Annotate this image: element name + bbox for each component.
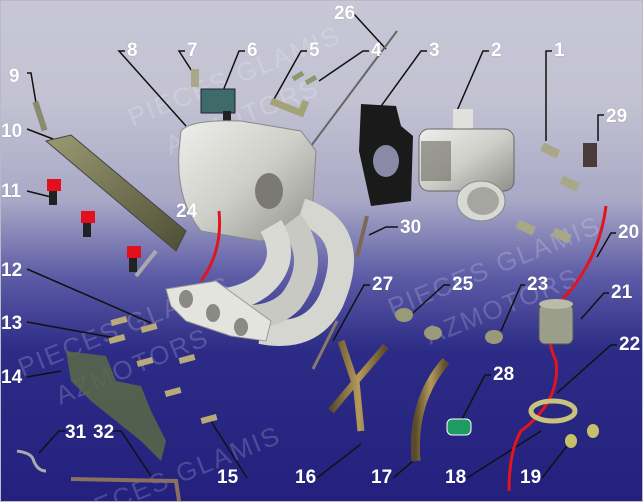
callout-label-20: 20 bbox=[618, 222, 640, 243]
intake-manifold bbox=[165, 120, 354, 346]
throttle-body bbox=[418, 109, 515, 222]
callout-label-19: 19 bbox=[520, 467, 542, 488]
rod-27 bbox=[311, 320, 339, 370]
callout-label-31: 31 bbox=[65, 422, 87, 443]
clips-4 bbox=[291, 70, 318, 86]
callout-label-6: 6 bbox=[247, 40, 258, 61]
callout-label-27: 27 bbox=[372, 274, 394, 295]
callout-label-26: 26 bbox=[334, 3, 356, 24]
callout-label-16: 16 bbox=[295, 467, 317, 488]
callout-label-24: 24 bbox=[176, 201, 198, 222]
callout-label-15: 15 bbox=[217, 467, 239, 488]
callout-label-2: 2 bbox=[491, 40, 502, 61]
callout-label-23: 23 bbox=[527, 274, 549, 295]
callout-label-29: 29 bbox=[606, 106, 628, 127]
callout-label-9: 9 bbox=[9, 66, 20, 87]
callout-label-4: 4 bbox=[371, 40, 382, 61]
throttle-cable bbox=[310, 30, 398, 147]
injectors bbox=[47, 179, 141, 272]
callout-label-12: 12 bbox=[1, 260, 23, 281]
bracket-5 bbox=[269, 97, 310, 118]
leader-lines bbox=[26, 12, 617, 479]
callout-label-1: 1 bbox=[554, 40, 565, 61]
fuel-hose bbox=[507, 205, 608, 492]
map-sensor bbox=[200, 88, 236, 114]
callout-label-30: 30 bbox=[400, 217, 422, 238]
bracket-16 bbox=[328, 339, 389, 432]
bolts-1 bbox=[515, 142, 580, 244]
plugs-19 bbox=[565, 424, 599, 448]
callout-label-8: 8 bbox=[127, 40, 138, 61]
callout-label-13: 13 bbox=[1, 313, 23, 334]
callout-label-18: 18 bbox=[445, 467, 467, 488]
arm-17 bbox=[410, 358, 450, 462]
callout-label-14: 14 bbox=[1, 367, 23, 388]
manifold-gasket bbox=[66, 351, 166, 461]
bolt-7 bbox=[191, 69, 199, 87]
hose-clamp bbox=[528, 398, 578, 424]
callout-label-17: 17 bbox=[371, 467, 393, 488]
callout-label-5: 5 bbox=[309, 40, 320, 61]
vacuum-hose bbox=[199, 210, 222, 282]
sensor-28 bbox=[446, 418, 472, 436]
callout-label-11: 11 bbox=[1, 181, 22, 202]
callout-label-10: 10 bbox=[1, 121, 23, 142]
fuel-rail bbox=[44, 134, 187, 252]
bracket-31 bbox=[16, 449, 47, 473]
callout-label-7: 7 bbox=[187, 40, 198, 61]
callout-label-21: 21 bbox=[611, 282, 633, 303]
callout-label-22: 22 bbox=[619, 334, 641, 355]
callout-label-32: 32 bbox=[93, 422, 115, 443]
callout-label-3: 3 bbox=[429, 40, 440, 61]
fuel-filter bbox=[538, 299, 574, 345]
callout-label-25: 25 bbox=[452, 274, 474, 295]
nuts bbox=[395, 308, 503, 344]
studs bbox=[108, 316, 218, 424]
pin-30 bbox=[355, 215, 369, 258]
rod-32 bbox=[70, 477, 181, 501]
bolt-9 bbox=[32, 100, 48, 132]
callout-label-28: 28 bbox=[493, 364, 515, 385]
connector-29 bbox=[583, 143, 597, 167]
